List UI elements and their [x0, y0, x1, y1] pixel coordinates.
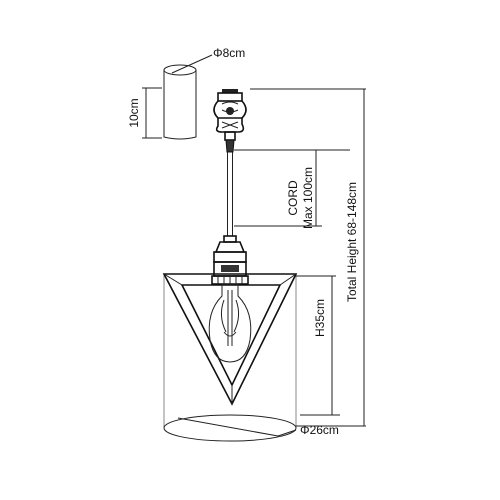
canopy-body [163, 70, 197, 140]
canopy [163, 54, 213, 140]
canopy-top-ellipse [163, 64, 197, 76]
canopy-height-label: 10cm [127, 98, 141, 127]
canopy-diameter-label: Φ8cm [213, 46, 245, 60]
cord-label-line1: CORD [286, 180, 300, 216]
shade-diameter-label: Φ26cm [300, 423, 339, 437]
cord-label-line2: Max 100cm [301, 167, 315, 229]
ceiling-mount-hook [213, 89, 247, 153]
canopy-height-dimension [142, 87, 162, 139]
canopy-diameter-leader [171, 54, 213, 74]
bulb-socket [211, 235, 249, 285]
total-height-label: Total Height 68-148cm [345, 182, 359, 302]
edison-bulb [208, 283, 252, 363]
shade-diameter-leader [177, 417, 279, 437]
cord [227, 152, 233, 236]
extension-lines [234, 88, 366, 427]
shade-bottom-ellipse [163, 414, 297, 442]
shade-cylinder [163, 274, 297, 442]
triangle-frame [162, 273, 298, 406]
shade-height-label: H35cm [313, 299, 327, 337]
